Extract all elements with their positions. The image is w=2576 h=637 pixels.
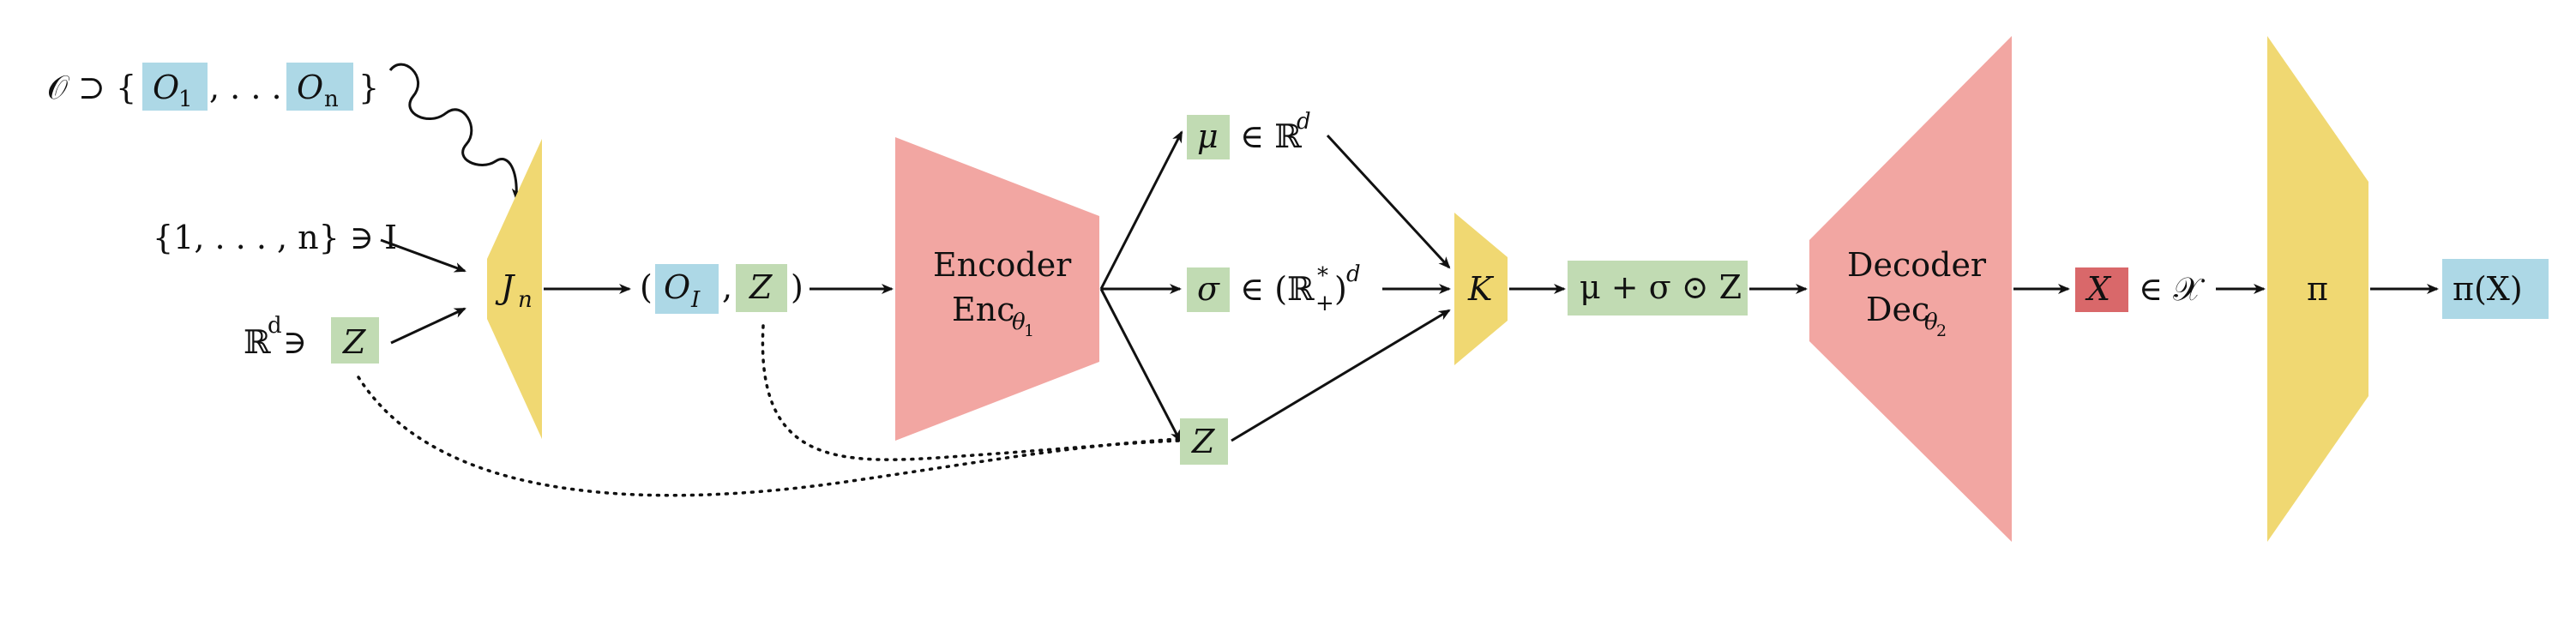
index-input-label: {1, . . . , n} ∋ I [153, 219, 397, 256]
object-set-prefix: 𝒪 ⊃ { [47, 69, 136, 106]
object-set-suffix: } [358, 69, 379, 106]
noise-space-symbol: ℝ [244, 323, 271, 361]
z-sample-box [1180, 418, 1228, 465]
decoder-title: Decoder [1847, 246, 1987, 284]
pi-block [2267, 36, 2368, 542]
x-symbol: X [2085, 270, 2112, 308]
on-subscript: n [324, 87, 339, 112]
pair-z-box [736, 264, 787, 312]
oi-subscript: I [690, 287, 701, 313]
pi-x-box [2442, 259, 2549, 319]
reparam-box [1568, 261, 1748, 315]
pair-label: ( O I , Z ) [640, 264, 803, 314]
noise-arrow [390, 307, 466, 345]
o1-subscript: 1 [178, 87, 193, 112]
noise-contains-symbol: ∋ [283, 323, 307, 361]
pair-comma: , [722, 268, 732, 306]
pair-open-paren: ( [640, 268, 653, 306]
noise-z-symbol: Z [342, 323, 366, 361]
noise-space-exponent: d [268, 313, 282, 339]
z-sample-symbol: Z [1191, 423, 1215, 460]
sigma-box [1187, 267, 1230, 312]
reparam-expression: μ + σ ⊙ Z [1580, 268, 1742, 306]
encoder-to-mu-arrow [1099, 130, 1183, 290]
mu-to-k-arrow [1326, 134, 1451, 269]
pair-close-paren: ) [791, 268, 803, 306]
pair-dotted-curve [761, 324, 1182, 461]
oi-box [655, 264, 719, 314]
encoder-theta-index: 1 [1024, 322, 1034, 340]
sigma-space-star: * [1317, 263, 1328, 289]
sigma-space-exponent: d [1346, 261, 1361, 287]
o1-symbol: O [153, 69, 179, 106]
encoder-title: Encoder [933, 246, 1072, 284]
o1-box [142, 63, 208, 111]
sigma-close-paren: ) [1334, 270, 1347, 308]
noise-z-box [331, 317, 379, 364]
z-to-k-arrow [1231, 309, 1451, 442]
pi-symbol: π [2307, 270, 2328, 308]
x-box [2075, 267, 2128, 312]
pair-z-symbol: Z [749, 268, 773, 306]
encoder-theta: θ [1012, 309, 1026, 335]
k-block [1454, 213, 1508, 365]
on-box [286, 63, 353, 111]
encoder-to-z-arrow [1099, 288, 1182, 442]
oi-symbol: O [664, 268, 690, 306]
mu-space: ∈ ℝ [1240, 117, 1302, 155]
decoder-block [1809, 36, 2012, 542]
sigma-symbol: σ [1197, 270, 1220, 308]
k-symbol: K [1467, 270, 1495, 308]
decoder-function: Dec [1866, 291, 1929, 328]
mu-box [1187, 115, 1230, 159]
noise-input-label: ℝ d ∋ Z [244, 313, 379, 364]
decoder-theta-index: 2 [1936, 322, 1947, 340]
decoder-theta: θ [1924, 309, 1938, 335]
sigma-space-plus: + [1315, 291, 1334, 316]
x-space: ∈ 𝒳 [2139, 270, 2205, 308]
encoder-function: Enc [952, 291, 1015, 328]
wavy-arrow [388, 63, 522, 201]
sigma-space: ∈ (ℝ [1240, 270, 1315, 308]
jn-subscript: n [518, 287, 533, 313]
object-set-label: 𝒪 ⊃ { O 1 , . . . , O n } [47, 63, 379, 112]
mu-symbol: μ [1197, 117, 1219, 155]
encoder-block [895, 137, 1099, 441]
index-arrow [380, 238, 466, 273]
mu-space-exponent: d [1297, 109, 1311, 135]
on-symbol: O [297, 69, 323, 106]
pi-x-label: π(X) [2453, 270, 2523, 308]
